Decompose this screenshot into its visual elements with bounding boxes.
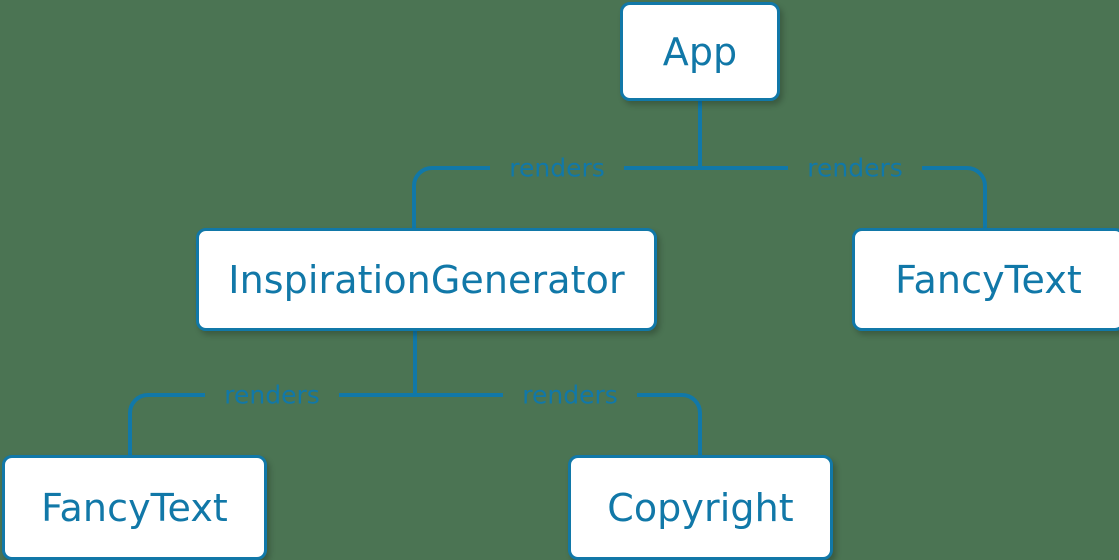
edge-label-inspiration-generator-to-fancytext: renders	[224, 380, 320, 410]
node-fancytext-bottom-left-label: FancyText	[41, 485, 228, 530]
node-copyright[interactable]: Copyright	[568, 455, 833, 560]
node-fancytext-bottom-left[interactable]: FancyText	[2, 455, 267, 560]
edge-label-app-to-inspiration-generator: renders	[509, 153, 605, 183]
edge-label-inspiration-generator-to-copyright: renders	[522, 380, 618, 410]
node-fancytext-right[interactable]: FancyText	[852, 228, 1119, 331]
node-copyright-label: Copyright	[607, 485, 794, 530]
edge-label-app-to-fancytext-right: renders	[807, 153, 903, 183]
node-inspiration-generator-label: InspirationGenerator	[228, 257, 625, 302]
node-fancytext-right-label: FancyText	[895, 257, 1082, 302]
node-inspiration-generator[interactable]: InspirationGenerator	[196, 228, 657, 331]
node-app-label: App	[662, 29, 738, 74]
node-app[interactable]: App	[620, 2, 780, 101]
